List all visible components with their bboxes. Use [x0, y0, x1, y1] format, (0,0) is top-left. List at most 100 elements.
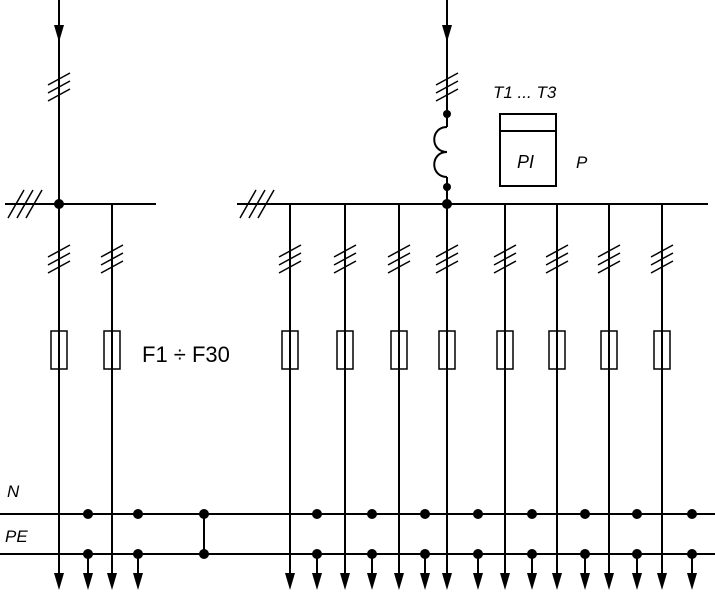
feeder-6-tick-1 — [435, 244, 459, 258]
fuse-5 — [390, 330, 408, 370]
feeder-10-tick-2 — [650, 252, 674, 266]
fuse-8 — [548, 330, 566, 370]
feeder-arrow-9 — [604, 573, 614, 590]
pe-label: PE — [5, 527, 28, 546]
feeder-8-tick-3 — [545, 260, 569, 274]
feeder-10-tick-3 — [650, 260, 674, 274]
pe-dot-1 — [83, 549, 93, 559]
meter-group-label: P — [576, 153, 588, 172]
feeder-4-tick-3 — [333, 260, 357, 274]
bond-pe-dot — [199, 549, 209, 559]
right-incoming-arrow — [442, 25, 452, 42]
left-bus-slash-1 — [7, 189, 25, 219]
feeder-7-tick-1 — [493, 244, 517, 258]
feeder-arrow-8 — [552, 573, 562, 590]
pe-dot-5 — [420, 549, 430, 559]
n-dot-1 — [83, 509, 93, 519]
left-bus-junction — [54, 199, 64, 209]
right-bus-slash-1 — [239, 189, 257, 219]
neutral-label: N — [7, 482, 20, 501]
pe-arrow-7 — [527, 573, 537, 590]
feeder-2-tick-2 — [100, 252, 124, 266]
pe-dot-6 — [473, 549, 483, 559]
pe-dot-4 — [367, 549, 377, 559]
feeder-8-tick-2 — [545, 252, 569, 266]
n-dot-10 — [687, 509, 697, 519]
pe-dot-2 — [133, 549, 143, 559]
pe-dot-3 — [312, 549, 322, 559]
fuse-9 — [600, 330, 618, 370]
feeder-arrow-10 — [657, 573, 667, 590]
ct-top-terminal — [443, 110, 451, 118]
pe-dot-10 — [687, 549, 697, 559]
pe-arrow-8 — [580, 573, 590, 590]
feeder-1-tick-2 — [47, 252, 71, 266]
feeder-4-tick-1 — [333, 244, 357, 258]
n-dot-3 — [312, 509, 322, 519]
ct-bottom-terminal — [443, 183, 451, 191]
feeder-2-tick-1 — [100, 244, 124, 258]
right-incoming-tick-3 — [435, 88, 459, 102]
pe-dot-7 — [527, 549, 537, 559]
junction-dots — [54, 110, 697, 559]
n-dot-8 — [580, 509, 590, 519]
n-dot-5 — [420, 509, 430, 519]
right-bus-junction — [442, 199, 452, 209]
coil-lower-turn — [433, 151, 448, 178]
right-bus-slash-2 — [248, 189, 266, 219]
right-incoming-tick-1 — [435, 72, 459, 86]
feeder-3-tick-3 — [278, 260, 302, 274]
feeder-arrow-4 — [340, 573, 350, 590]
feeder-3-tick-2 — [278, 252, 302, 266]
n-dot-6 — [473, 509, 483, 519]
feeder-5-tick-1 — [387, 244, 411, 258]
pe-dot-9 — [632, 549, 642, 559]
feeder-arrow-7 — [500, 573, 510, 590]
pe-arrow-2 — [133, 573, 143, 590]
feeder-9-tick-3 — [597, 260, 621, 274]
fuse-1 — [50, 330, 68, 370]
pe-arrow-9 — [632, 573, 642, 590]
n-dot-2 — [133, 509, 143, 519]
pe-arrow-4 — [367, 573, 377, 590]
transformers-label: T1 ... T3 — [493, 83, 557, 102]
left-bus-slash-2 — [16, 189, 34, 219]
feeder-5-tick-2 — [387, 252, 411, 266]
meter-label: PI — [517, 152, 534, 172]
feeder-arrow-3 — [285, 573, 295, 590]
left-incoming-arrow — [54, 25, 64, 42]
fuse-3 — [281, 330, 299, 370]
feeder-arrow-1 — [54, 573, 64, 590]
n-dot-4 — [367, 509, 377, 519]
fuse-range-label: F1 ÷ F30 — [142, 342, 230, 367]
fuse-symbols — [50, 330, 671, 370]
fuse-10 — [653, 330, 671, 370]
fuse-6 — [438, 330, 456, 370]
pe-arrow-1 — [83, 573, 93, 590]
feeder-arrow-6 — [442, 573, 452, 590]
right-incoming-tick-2 — [435, 80, 459, 94]
pe-arrow-5 — [420, 573, 430, 590]
feeder-9-tick-1 — [597, 244, 621, 258]
feeder-10-tick-1 — [650, 244, 674, 258]
current-transformer-coil — [433, 126, 448, 178]
conductor-lines — [0, 0, 715, 584]
left-bus-slash-3 — [25, 189, 43, 219]
meter-box — [499, 113, 557, 187]
meter-outer-rect — [499, 113, 557, 187]
feeder-1-tick-1 — [47, 244, 71, 258]
pe-arrow-10 — [687, 573, 697, 590]
feeder-arrow-5 — [394, 573, 404, 590]
left-incoming-tick-3 — [47, 88, 71, 102]
bond-n-dot — [199, 509, 209, 519]
feeder-2-tick-3 — [100, 260, 124, 274]
pe-arrow-3 — [312, 573, 322, 590]
feeder-6-tick-2 — [435, 252, 459, 266]
pe-dot-8 — [580, 549, 590, 559]
outgoing-arrows — [54, 25, 697, 590]
fuse-7 — [496, 330, 514, 370]
right-bus-slash-3 — [257, 189, 275, 219]
n-dot-9 — [632, 509, 642, 519]
feeder-arrow-2 — [107, 573, 117, 590]
